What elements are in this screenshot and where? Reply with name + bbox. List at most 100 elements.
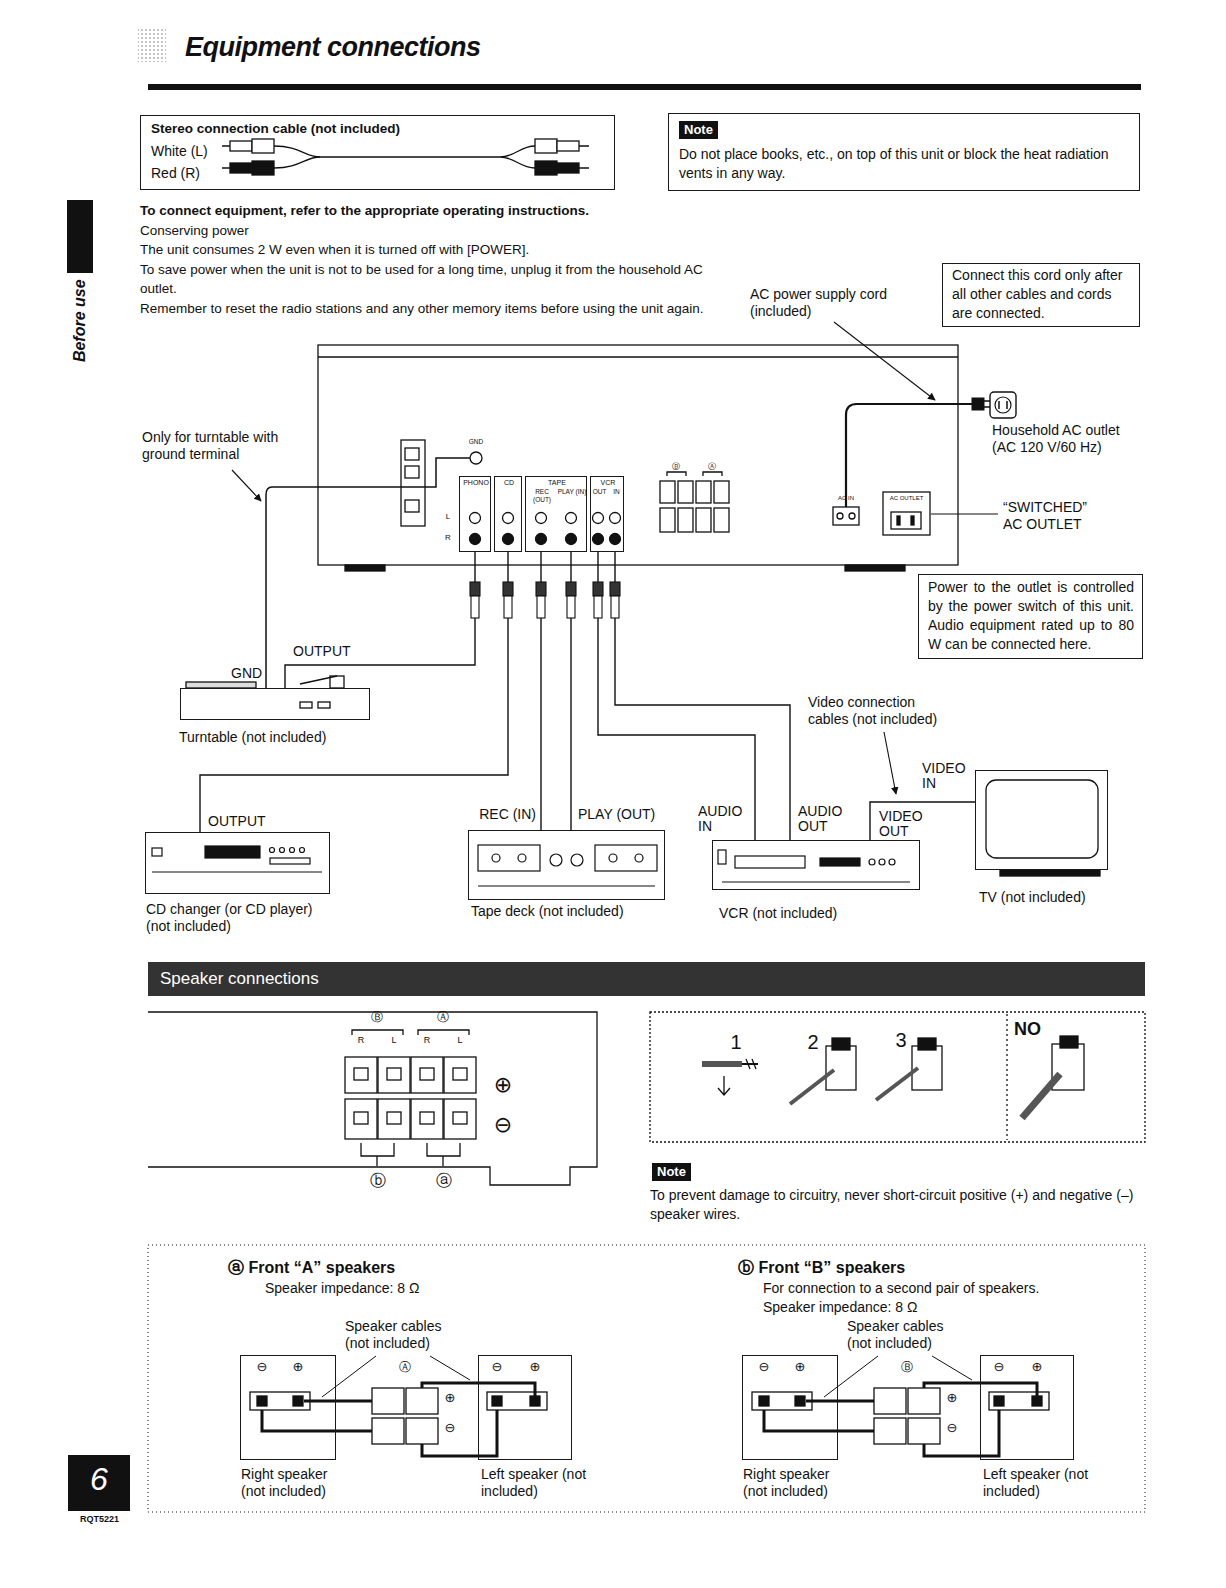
speaker-wiring bbox=[372, 1418, 404, 1444]
text-slot: Turntable (not included) bbox=[179, 729, 326, 746]
speaker-terminal bbox=[678, 508, 693, 532]
label: The unit consumes 2 W even when it is tu… bbox=[140, 240, 740, 260]
label: 3 bbox=[893, 1028, 909, 1052]
label: “SWITCHED” AC OUTLET bbox=[1003, 499, 1108, 533]
text-slot: Stereo connection cable (not included) bbox=[151, 121, 400, 138]
text-slot: 3 bbox=[893, 1028, 909, 1052]
speaker-wiring bbox=[487, 1392, 547, 1410]
tv: VIDEO INTV (not included) bbox=[975, 770, 1108, 870]
speaker-wiring bbox=[257, 1396, 267, 1406]
page-number-tab bbox=[68, 1455, 130, 1511]
speaker-wiring bbox=[530, 1396, 540, 1406]
rca-plug bbox=[594, 596, 602, 618]
receiver-rear-panel bbox=[401, 440, 425, 526]
power-cord bbox=[990, 392, 1016, 418]
text-slot: Tape deck (not included) bbox=[471, 903, 624, 920]
rca-plug bbox=[503, 582, 513, 596]
label: L bbox=[442, 512, 454, 522]
label: Household AC outlet (AC 120 V/60 Hz) bbox=[992, 422, 1142, 456]
rca-plug bbox=[536, 582, 546, 596]
node-text: VIDEO IN bbox=[922, 761, 972, 791]
connector bbox=[870, 802, 975, 840]
node-text: Tape deck (not included) bbox=[471, 903, 624, 920]
text-slot: OUTPUT bbox=[208, 813, 266, 830]
node-text: TAPE bbox=[526, 479, 588, 488]
text-slot: ⊖ bbox=[490, 1359, 504, 1375]
speaker-terminal-diagram bbox=[148, 1012, 597, 1185]
turntable bbox=[300, 676, 337, 684]
text-slot: TV (not included) bbox=[979, 889, 1086, 906]
text-slot: ⊕ bbox=[528, 1359, 542, 1375]
text-slot: Ⓐ bbox=[704, 462, 720, 472]
label: 1 bbox=[728, 1030, 744, 1054]
node-text: Speaker impedance: 8 Ω bbox=[265, 1280, 419, 1297]
text-slot: R bbox=[422, 1035, 432, 1046]
speaker-terminal-diagram bbox=[444, 1099, 476, 1139]
node-text: Speaker impedance: 8 Ω bbox=[763, 1299, 917, 1316]
title-icon bbox=[138, 28, 166, 62]
text-slot: Speaker impedance: 8 Ω bbox=[763, 1299, 917, 1316]
speaker-terminal-diagram bbox=[354, 1112, 368, 1124]
text-slot: ⓐ Front “A” speakers bbox=[228, 1258, 395, 1278]
text-slot: White (L) bbox=[151, 143, 208, 160]
label: ⊕ bbox=[490, 1072, 516, 1099]
speaker-section: ⓑ Front “B” speakersFor connection to a … bbox=[650, 1250, 1142, 1508]
jack bbox=[470, 534, 481, 545]
title-icon bbox=[138, 28, 166, 62]
section-tab: Before use bbox=[70, 271, 90, 371]
wiring-steps bbox=[702, 1061, 742, 1067]
speaker-terminal-diagram bbox=[148, 1012, 597, 1185]
tape-deck bbox=[518, 854, 526, 862]
node-text: Left speaker (not included) bbox=[983, 1466, 1093, 1500]
text-slot: PLAY (OUT) bbox=[578, 806, 655, 823]
text-slot: PLAY (IN) bbox=[557, 488, 587, 496]
receiver-rear-panel bbox=[833, 507, 859, 525]
text-slot: AC IN bbox=[829, 495, 863, 502]
label: Ⓐ bbox=[704, 462, 720, 472]
node-text: PHONO bbox=[460, 479, 492, 488]
rca-plug bbox=[537, 596, 545, 618]
label: L bbox=[455, 1035, 465, 1046]
speaker-terminal-diagram bbox=[378, 1057, 410, 1093]
speaker-terminal bbox=[696, 508, 711, 532]
text-slot: Ⓑ bbox=[898, 1360, 916, 1375]
text-slot: Speaker cables (not included) bbox=[847, 1318, 962, 1352]
text-slot: AC OUTLET bbox=[883, 495, 930, 502]
turntable: OUTPUTGNDTurntable (not included) bbox=[180, 688, 370, 720]
label: To save power when the unit is not to be… bbox=[140, 260, 740, 299]
text-slot: NO bbox=[1014, 1018, 1054, 1040]
speaker-terminal bbox=[714, 481, 729, 503]
label: ⊕ bbox=[1030, 1359, 1044, 1375]
text-slot: R bbox=[442, 533, 454, 543]
speaker-terminal-diagram bbox=[411, 1099, 443, 1139]
wiring-steps bbox=[746, 1059, 756, 1069]
rca-plug bbox=[593, 582, 603, 596]
stereo-cable bbox=[557, 163, 579, 173]
text-slot: REC (OUT) bbox=[527, 488, 557, 504]
stereo-cable bbox=[274, 157, 320, 168]
speaker-terminal-diagram bbox=[345, 1099, 377, 1139]
text-slot: AUDIO IN bbox=[698, 804, 748, 834]
text-slot: 2 bbox=[805, 1030, 821, 1054]
label: ⊖ bbox=[255, 1359, 269, 1375]
node-text: Stereo connection cable (not included) bbox=[151, 121, 400, 138]
text-slot: GND bbox=[231, 665, 262, 682]
label: L bbox=[389, 1035, 399, 1046]
receiver-rear-panel bbox=[405, 448, 419, 460]
speaker-section-frame bbox=[148, 1245, 1145, 1512]
speaker-terminal bbox=[714, 508, 729, 532]
node-text: IN bbox=[608, 488, 625, 496]
text-slot: AUDIO OUT bbox=[798, 804, 848, 834]
cd-changer bbox=[290, 848, 295, 853]
text-slot: To save power when the unit is not to be… bbox=[140, 260, 740, 299]
cd-changer bbox=[270, 858, 310, 864]
vcr bbox=[722, 881, 910, 882]
receiver-rear-panel bbox=[405, 500, 419, 512]
speaker-terminal bbox=[660, 481, 675, 503]
wiring-steps bbox=[826, 1046, 856, 1090]
callout-box: Power to the outlet is controlled by the… bbox=[918, 574, 1143, 659]
node-text: REC (IN) bbox=[467, 806, 536, 823]
receiver-rear-panel bbox=[891, 512, 921, 529]
node-text: Turntable (not included) bbox=[179, 729, 326, 746]
